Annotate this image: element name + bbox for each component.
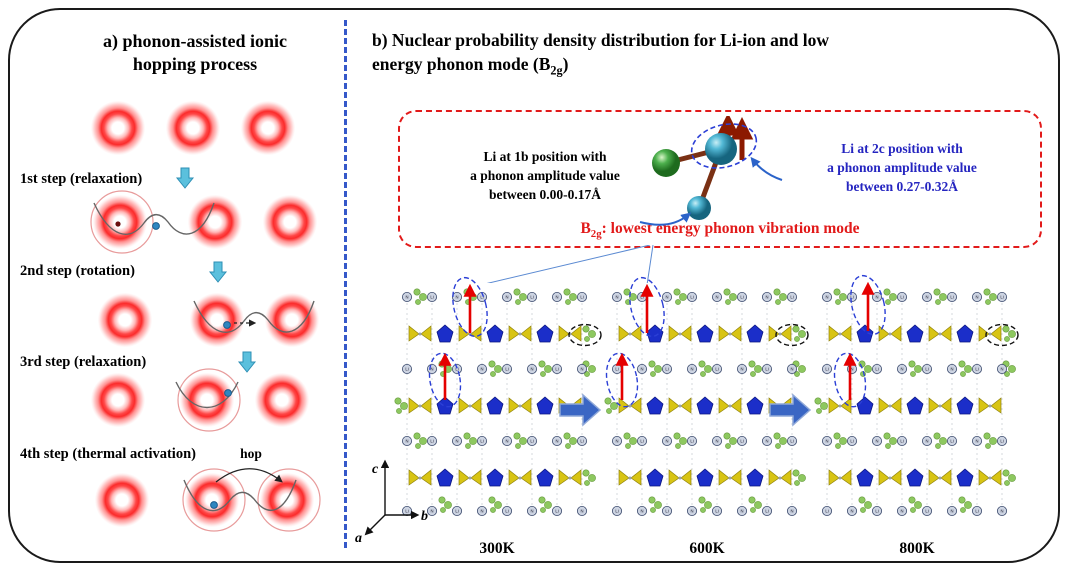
panel-a-title: a) phonon-assisted ionic hopping process [45,30,345,77]
temperature-label-600k: 600K [689,540,725,557]
panel-b-title: b) Nuclear probability density distribut… [372,28,1048,80]
panel-a-title-line1: a) phonon-assisted ionic [102,31,288,51]
step-label-3: 3rd step (relaxation) [20,354,147,370]
step-label-4: 4th step (thermal activation) [20,446,196,462]
bond [696,148,724,209]
step-label-1: 1st step (relaxation) [20,171,143,187]
li-1b-annotation: Li at 1b position with a phonon amplitud… [470,149,620,202]
li-2c-annotation: Li at 2c position with a phonon amplitud… [827,141,977,194]
panel-b-title-line1: b) Nuclear probability density distribut… [372,30,830,50]
temperature-label-300k: 300K [479,540,515,557]
panel-a-title-line2: hopping process [132,54,258,75]
b2g-mode-label: B2g: lowest energy phonon vibration mode [580,219,860,240]
figure-border [8,8,1060,563]
li-2c-atom-sphere [705,133,737,165]
phonon-mode-callout-box: Li at 1b position with a phonon amplitud… [398,110,1042,248]
panel-divider [344,20,347,548]
panel-b-title-line2: energy phonon mode (B2g) [372,54,569,78]
step-label-2: 2nd step (rotation) [20,263,135,279]
temperature-label-800k: 800K [899,540,935,557]
li-1b-atom-sphere [687,196,711,220]
bond [665,146,722,166]
hop-label: hop [240,446,262,461]
li-2c-highlight-ellipse [690,123,758,169]
